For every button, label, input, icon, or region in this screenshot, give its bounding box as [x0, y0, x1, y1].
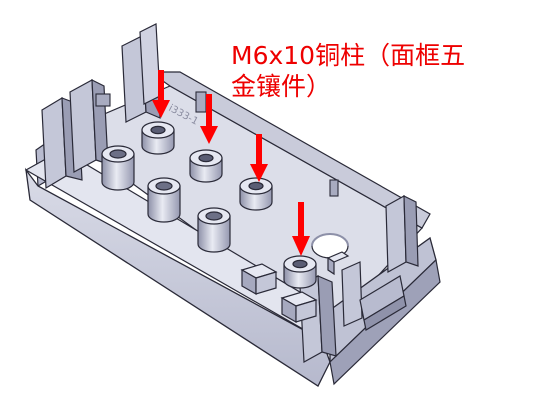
plain-standoffs	[101, 145, 231, 253]
callout-line-2: 金镶件）	[231, 72, 332, 101]
rect-bosses	[240, 251, 350, 324]
callout-label: M6x10铜柱（面框五 金镶件）	[231, 40, 531, 102]
insert-standoff-4	[283, 255, 317, 289]
side-latch	[359, 275, 407, 331]
standoff-plain-2	[147, 177, 181, 223]
back-wall	[148, 71, 431, 229]
standoff-plain-3	[197, 207, 231, 253]
callout-line-1: M6x10铜柱（面框五	[231, 41, 466, 70]
arrow-4	[292, 202, 310, 256]
red-arrows	[152, 70, 310, 256]
arrow-3	[250, 134, 268, 182]
back-clip-posts	[121, 23, 161, 123]
arrow-1	[152, 70, 170, 118]
standoff-plain-1	[101, 145, 135, 191]
insert-standoffs	[141, 121, 317, 289]
insert-standoff-2	[189, 149, 223, 183]
arrow-2	[200, 94, 218, 144]
insert-standoff-1	[141, 121, 175, 155]
insert-standoff-3	[239, 177, 273, 211]
